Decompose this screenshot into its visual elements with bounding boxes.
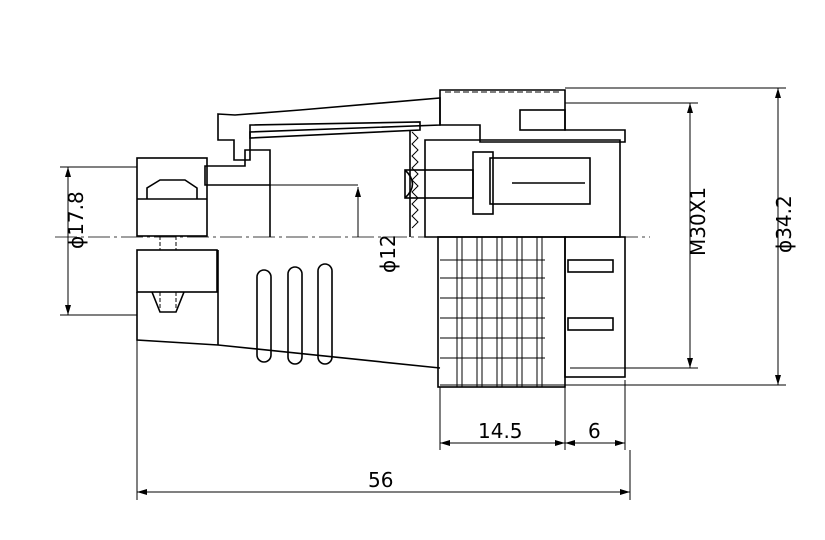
cable-clamp [136, 157, 218, 313]
dim-label-d34-2: ϕ34.2 [772, 195, 796, 253]
dim-label-56: 56 [368, 468, 393, 492]
dim-label-d17-8: ϕ17.8 [64, 191, 88, 249]
dim-label-14-5: 14.5 [478, 419, 523, 443]
coupling-nut [404, 89, 626, 388]
rear-body-exterior [136, 250, 441, 369]
dimension-d12: ϕ12 [270, 184, 400, 273]
dim-label-6: 6 [588, 419, 601, 443]
rear-body-section [204, 97, 441, 237]
dimension-14-5-and-6: 14.5 6 [439, 380, 626, 450]
dim-label-m30x1: M30X1 [686, 187, 710, 256]
dimension-d34-2: ϕ34.2 [440, 87, 796, 386]
dimension-m30x1: M30X1 [565, 102, 710, 369]
dimension-d17-8: ϕ17.8 [60, 166, 137, 316]
dim-label-d12: ϕ12 [376, 234, 400, 273]
dimension-56: 56 [136, 340, 631, 500]
